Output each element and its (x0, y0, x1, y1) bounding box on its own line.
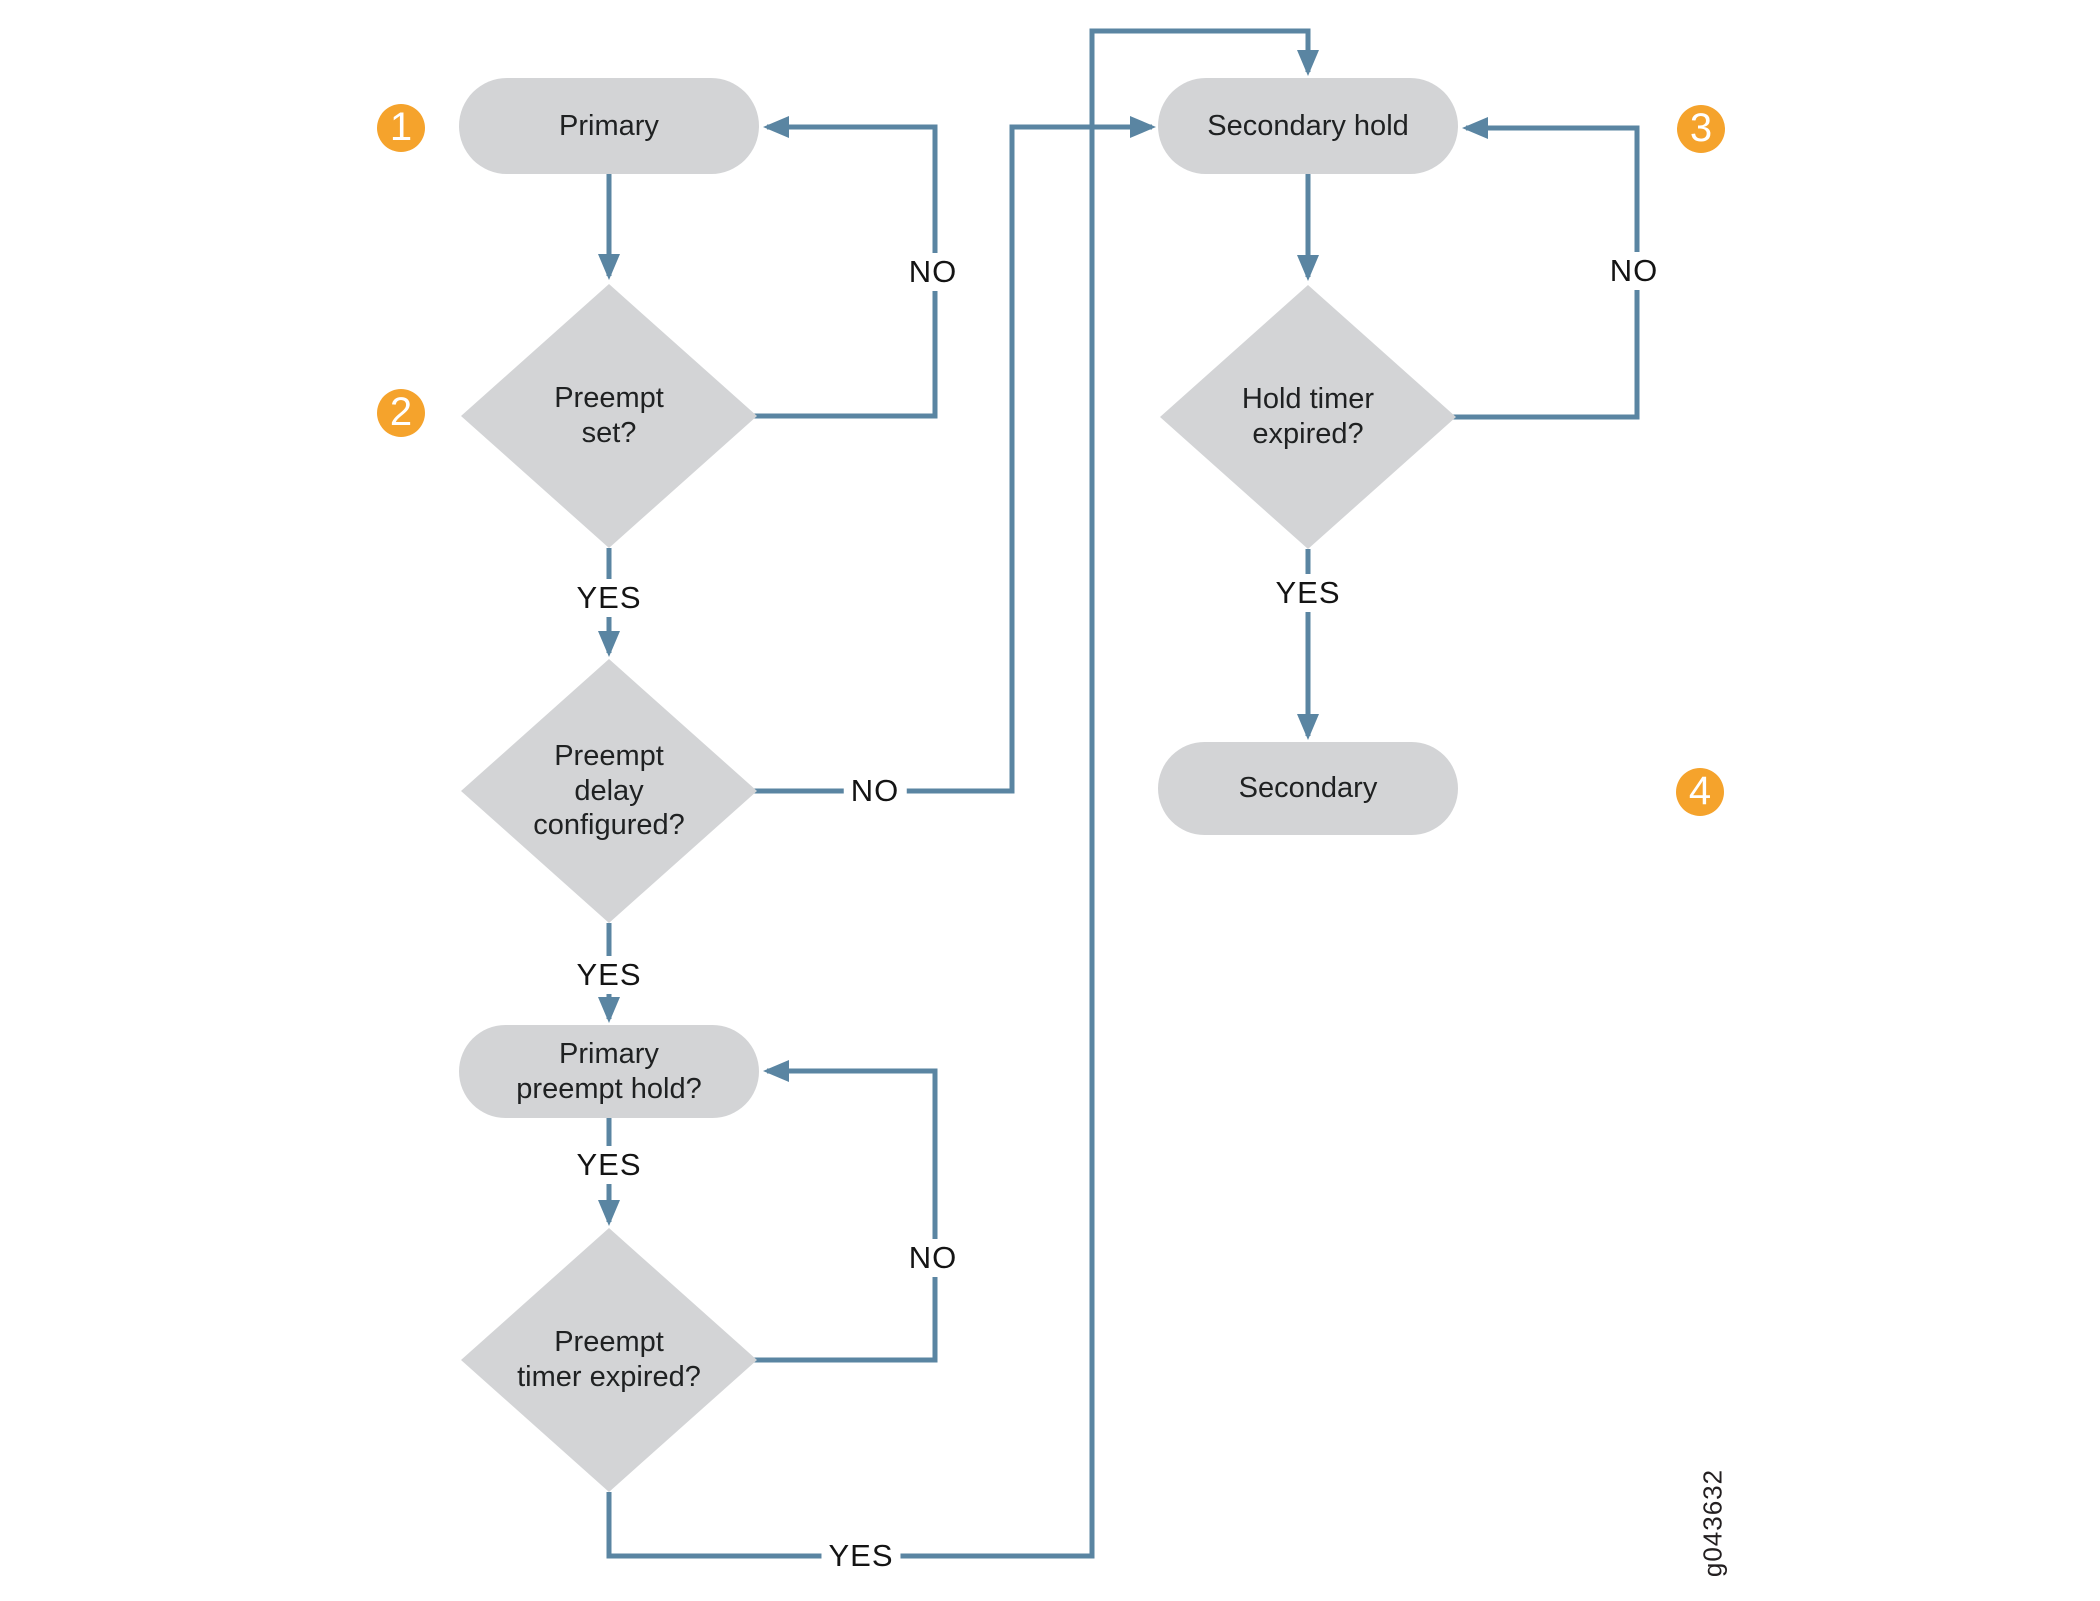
edge-preempt-timer-yes-to-secondary-hold (606, 28, 1319, 1559)
label-preempt-timer-yes: YES (821, 1537, 901, 1575)
step-badge-2: 2 (377, 389, 425, 437)
node-secondary: Secondary (1158, 742, 1458, 835)
label-hold-timer-no: NO (1602, 252, 1666, 290)
label-hold-timer-yes: YES (1268, 574, 1348, 612)
step-badge-4: 4 (1676, 768, 1724, 816)
node-primary-preempt-hold: Primary preempt hold? (459, 1025, 759, 1118)
label-preempt-delay-yes: YES (569, 956, 649, 994)
step-badge-1: 1 (377, 104, 425, 152)
label-primary-preempt-hold-yes: YES (569, 1146, 649, 1184)
label-preempt-timer-no: NO (901, 1239, 965, 1277)
node-primary: Primary (459, 78, 759, 174)
edge-preempt-timer-no-loop (753, 1060, 938, 1363)
label-preempt-set-no: NO (901, 253, 965, 291)
label-preempt-set-yes: YES (569, 579, 649, 617)
figure-id-watermark: g043632 (1697, 1468, 1728, 1578)
label-preempt-delay-no: NO (843, 772, 907, 810)
node-secondary-hold: Secondary hold (1158, 78, 1458, 174)
step-badge-3: 3 (1677, 105, 1725, 153)
